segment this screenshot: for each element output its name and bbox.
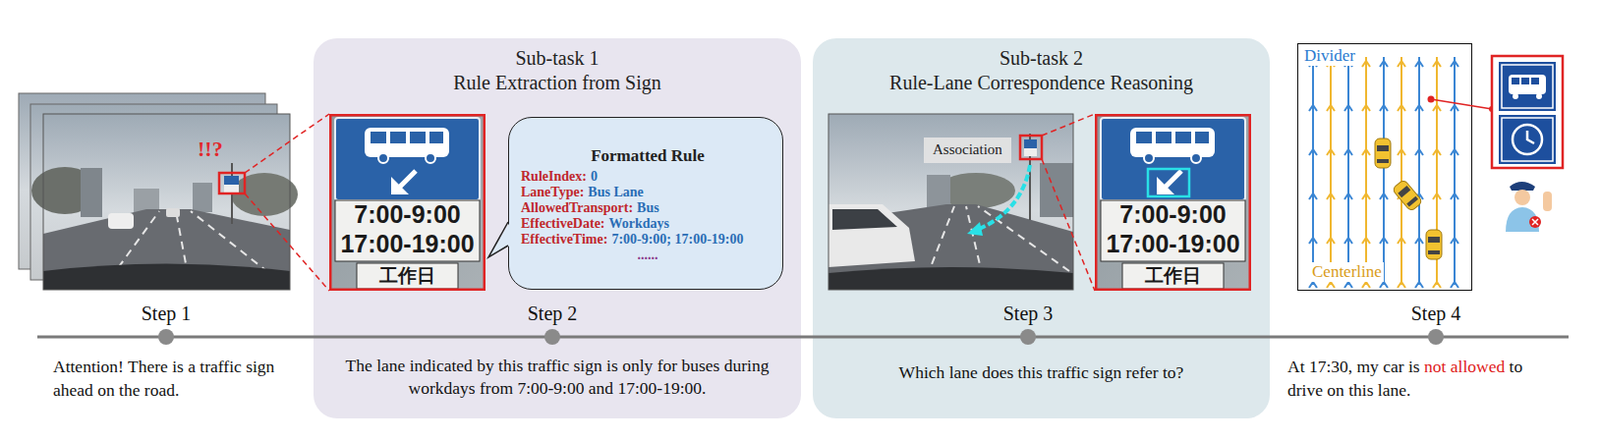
panel-title: Sub-task 1	[515, 46, 600, 71]
rule-key: EffectiveTime:	[520, 231, 608, 247]
rule-value: Bus Lane	[587, 184, 643, 200]
label-slot: 工作日	[1094, 264, 1252, 288]
label-slot: 17:00-19:00	[1094, 228, 1252, 259]
label-slot: Attention! There is a traffic sign ahead…	[53, 355, 280, 402]
tag-text: Association	[932, 140, 1003, 161]
panel-title: Rule Extraction from Sign	[453, 70, 662, 96]
sign-day: 工作日	[329, 264, 486, 288]
alert-mark: !!?	[197, 136, 247, 163]
association-tag: Association	[923, 137, 1012, 164]
rule-value: 7:00-9:00; 17:00-19:00	[611, 231, 743, 247]
label-slot: 工作日	[329, 264, 486, 288]
step-description-highlight: not allowed	[1424, 356, 1505, 377]
sign-time: 17:00-19:00	[1094, 228, 1252, 259]
rule-key: LaneType:	[520, 184, 584, 200]
rule-title: Formatted Rule	[520, 145, 775, 167]
sign-time: 17:00-19:00	[329, 228, 486, 259]
sign-day: 工作日	[1094, 264, 1252, 288]
map-legend-label: Centerline	[1310, 262, 1384, 283]
rule-key: EffectiveDate:	[520, 216, 606, 231]
label-slot: 7:00-9:00	[1094, 199, 1252, 229]
step-label: Step 2	[503, 301, 602, 326]
label-slot: Step 4	[1386, 301, 1486, 326]
label-slot: Step 3	[978, 301, 1078, 326]
step-description: Which lane does this traffic sign refer …	[899, 361, 1185, 386]
label-slot: Step 1	[116, 301, 216, 326]
step-label: Step 3	[978, 301, 1078, 326]
formatted-rule-bubble: Formatted RuleRuleIndex:0LaneType:Bus La…	[508, 116, 784, 290]
step-label: Step 1	[116, 301, 216, 326]
label-slot: 7:00-9:00	[329, 199, 486, 229]
step-description: The lane indicated by this traffic sign …	[331, 354, 784, 401]
text-block: At 17:30, my car isnot allowedto drive o…	[1287, 355, 1555, 402]
sign-time: 7:00-9:00	[329, 199, 486, 229]
label-slot: Step 2	[503, 301, 602, 326]
label-slot: !!?	[197, 136, 247, 163]
rule-key: AllowedTransport:	[520, 200, 633, 216]
panel-title: Sub-task 2	[999, 46, 1084, 71]
rule-value: Bus	[636, 200, 660, 216]
step-description: Attention! There is a traffic sign ahead…	[53, 355, 280, 402]
step-label: Step 4	[1386, 301, 1486, 326]
rule-value: 0	[590, 169, 598, 184]
step-description-part: At 17:30, my car is	[1287, 356, 1421, 377]
sign-time: 7:00-9:00	[1094, 199, 1252, 229]
rule-value: Workdays	[609, 216, 670, 231]
map-legend-label: Divider	[1302, 46, 1358, 66]
ellipsis-mark: ......	[520, 247, 775, 263]
label-slot: 17:00-19:00	[329, 228, 486, 259]
panel-title: Rule-Lane Correspondence Reasoning	[889, 70, 1194, 96]
rule-key: RuleIndex:	[520, 169, 587, 184]
